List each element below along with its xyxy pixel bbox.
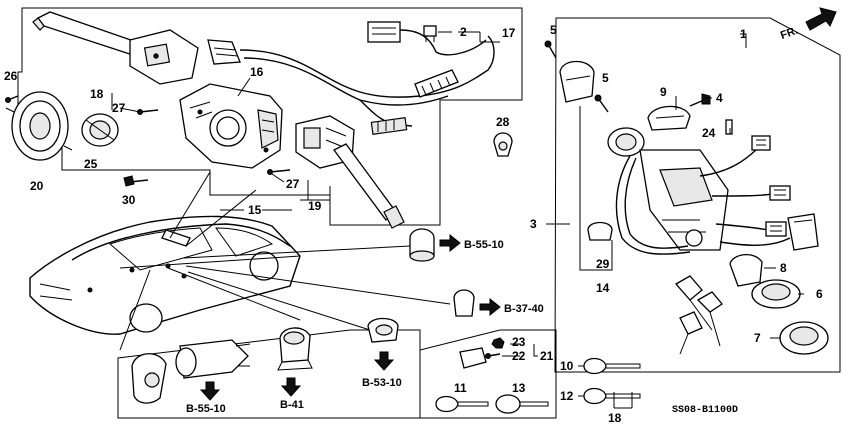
lock-harness bbox=[615, 155, 691, 255]
cylinder-b5510-bottom bbox=[175, 339, 251, 379]
cable-reel bbox=[5, 91, 73, 161]
callout-16: 16 bbox=[250, 65, 264, 79]
callout-2: 2 bbox=[460, 25, 467, 39]
key-set bbox=[674, 275, 723, 355]
callout-8: 8 bbox=[780, 261, 787, 275]
harness-end-connector bbox=[370, 117, 408, 135]
ring-6 bbox=[751, 279, 801, 309]
callout-24: 24 bbox=[702, 126, 716, 140]
keys-outline bbox=[419, 329, 557, 419]
callout-13: 13 bbox=[512, 381, 526, 395]
ref-b5510-bottom: B-55-10 bbox=[186, 403, 226, 415]
callout-21: 21 bbox=[540, 349, 554, 363]
bolt-4 bbox=[689, 93, 711, 107]
callout-18-bottom: 18 bbox=[608, 411, 622, 424]
lock-connector-a bbox=[751, 135, 771, 151]
callout-25: 25 bbox=[84, 157, 98, 171]
arrow-right-icon bbox=[805, 7, 837, 31]
fuse-2 bbox=[423, 25, 437, 42]
callout-6: 6 bbox=[816, 287, 823, 301]
callout-7: 7 bbox=[754, 331, 761, 345]
callout-18-top: 18 bbox=[90, 87, 104, 101]
ref-b41: B-41 bbox=[280, 399, 304, 411]
screw-22 bbox=[485, 353, 501, 359]
screw-5-mid bbox=[594, 94, 609, 113]
ref-b5310: B-53-10 bbox=[362, 377, 402, 389]
drawing-code: SS08-B1100D bbox=[672, 405, 738, 416]
arrow-down-icon bbox=[199, 381, 221, 401]
arrow-down-icon bbox=[280, 377, 302, 397]
callout-27-upper: 27 bbox=[112, 101, 126, 115]
key-10 bbox=[583, 357, 641, 375]
callout-20: 20 bbox=[30, 179, 44, 193]
callout-5-top: 5 bbox=[550, 23, 557, 37]
clamp-9 bbox=[647, 105, 691, 131]
key-13 bbox=[495, 394, 549, 414]
lock-cover bbox=[559, 60, 595, 103]
cylinder-b5310 bbox=[367, 317, 399, 343]
callout-12: 12 bbox=[560, 389, 574, 403]
callout-15: 15 bbox=[248, 203, 262, 217]
callout-30: 30 bbox=[122, 193, 136, 207]
connector-17 bbox=[367, 21, 487, 56]
lock-connector-b bbox=[769, 185, 791, 201]
cancel-sleeve bbox=[81, 113, 119, 147]
callout-4: 4 bbox=[716, 91, 723, 105]
callout-14: 14 bbox=[596, 281, 610, 295]
tie-strap bbox=[787, 213, 819, 251]
screw-26 bbox=[5, 95, 19, 103]
gasket-b5510-bottom bbox=[131, 353, 167, 404]
car-outline bbox=[29, 215, 301, 335]
callout-17: 17 bbox=[502, 26, 516, 40]
screw-27-lower bbox=[267, 169, 291, 175]
callout-10: 10 bbox=[560, 359, 574, 373]
ref-b5510-top: B-55-10 bbox=[464, 239, 504, 251]
key-12 bbox=[583, 387, 641, 405]
combination-switch-body bbox=[179, 83, 283, 169]
front-label: FR. bbox=[779, 25, 800, 42]
bracket-21 bbox=[459, 347, 487, 369]
switch-connector bbox=[207, 39, 241, 65]
ring-7 bbox=[779, 321, 829, 355]
main-harness bbox=[239, 35, 495, 98]
light-switch-lever bbox=[32, 11, 199, 85]
front-direction-indicator bbox=[805, 7, 837, 31]
callout-1: 1 bbox=[740, 27, 747, 41]
nut-23 bbox=[491, 337, 505, 349]
lock-connector-c bbox=[765, 221, 787, 237]
screw-27-upper bbox=[137, 109, 159, 115]
callout-27-lower: 27 bbox=[286, 177, 300, 191]
cylinder-b41 bbox=[277, 327, 313, 371]
arrow-right-icon bbox=[439, 233, 461, 253]
callout-3: 3 bbox=[530, 217, 537, 231]
callout-9: 9 bbox=[660, 85, 667, 99]
callout-22: 22 bbox=[512, 349, 526, 363]
clip-28 bbox=[493, 132, 513, 157]
shear-pin-24 bbox=[725, 119, 733, 135]
ref-b3740: B-37-40 bbox=[504, 303, 544, 315]
cover-8 bbox=[729, 254, 763, 287]
callout-29: 29 bbox=[596, 257, 610, 271]
steering-lock-outline bbox=[554, 17, 841, 373]
callout-26: 26 bbox=[4, 69, 18, 83]
bolt-30 bbox=[123, 175, 149, 187]
cylinder-b3740 bbox=[453, 289, 475, 317]
callout-28: 28 bbox=[496, 115, 510, 129]
callout-23: 23 bbox=[512, 335, 526, 349]
harness-tape bbox=[414, 69, 459, 98]
screw-5-top bbox=[544, 40, 557, 59]
arrow-right-icon bbox=[479, 297, 501, 317]
arrow-down-icon bbox=[373, 351, 395, 371]
callout-5-mid: 5 bbox=[602, 71, 609, 85]
key-11 bbox=[435, 395, 489, 413]
wiper-switch bbox=[295, 115, 405, 229]
callout-19: 19 bbox=[308, 199, 322, 213]
callout-11: 11 bbox=[454, 381, 467, 395]
band-29 bbox=[587, 221, 613, 241]
cylinder-b5510-top bbox=[409, 228, 435, 262]
